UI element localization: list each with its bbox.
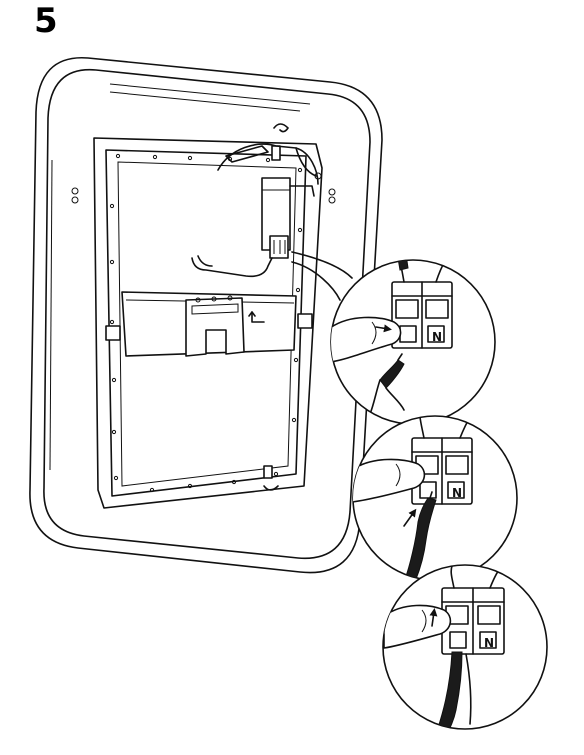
frame-side-hole-left xyxy=(71,187,79,204)
detail-leader-line xyxy=(291,251,353,301)
detail-circle-3: N xyxy=(382,564,548,730)
led-driver xyxy=(191,143,322,278)
bottom-hook xyxy=(263,465,279,491)
terminal-n-label-3: N xyxy=(484,636,494,650)
frame-side-hole-right xyxy=(328,188,336,204)
plate-screw-holes xyxy=(109,153,303,493)
terminal-n-label: N xyxy=(432,330,442,344)
plate-clip-right xyxy=(297,313,313,329)
detail-circle-1: N xyxy=(330,259,496,425)
terminal-n-label-2: N xyxy=(452,486,462,500)
plate-clip-left xyxy=(105,325,121,341)
orientation-arrow-icon xyxy=(248,311,265,323)
hanging-bracket xyxy=(185,295,245,357)
step-number: 5 xyxy=(34,1,58,41)
detail-circle-2: N xyxy=(352,415,518,581)
